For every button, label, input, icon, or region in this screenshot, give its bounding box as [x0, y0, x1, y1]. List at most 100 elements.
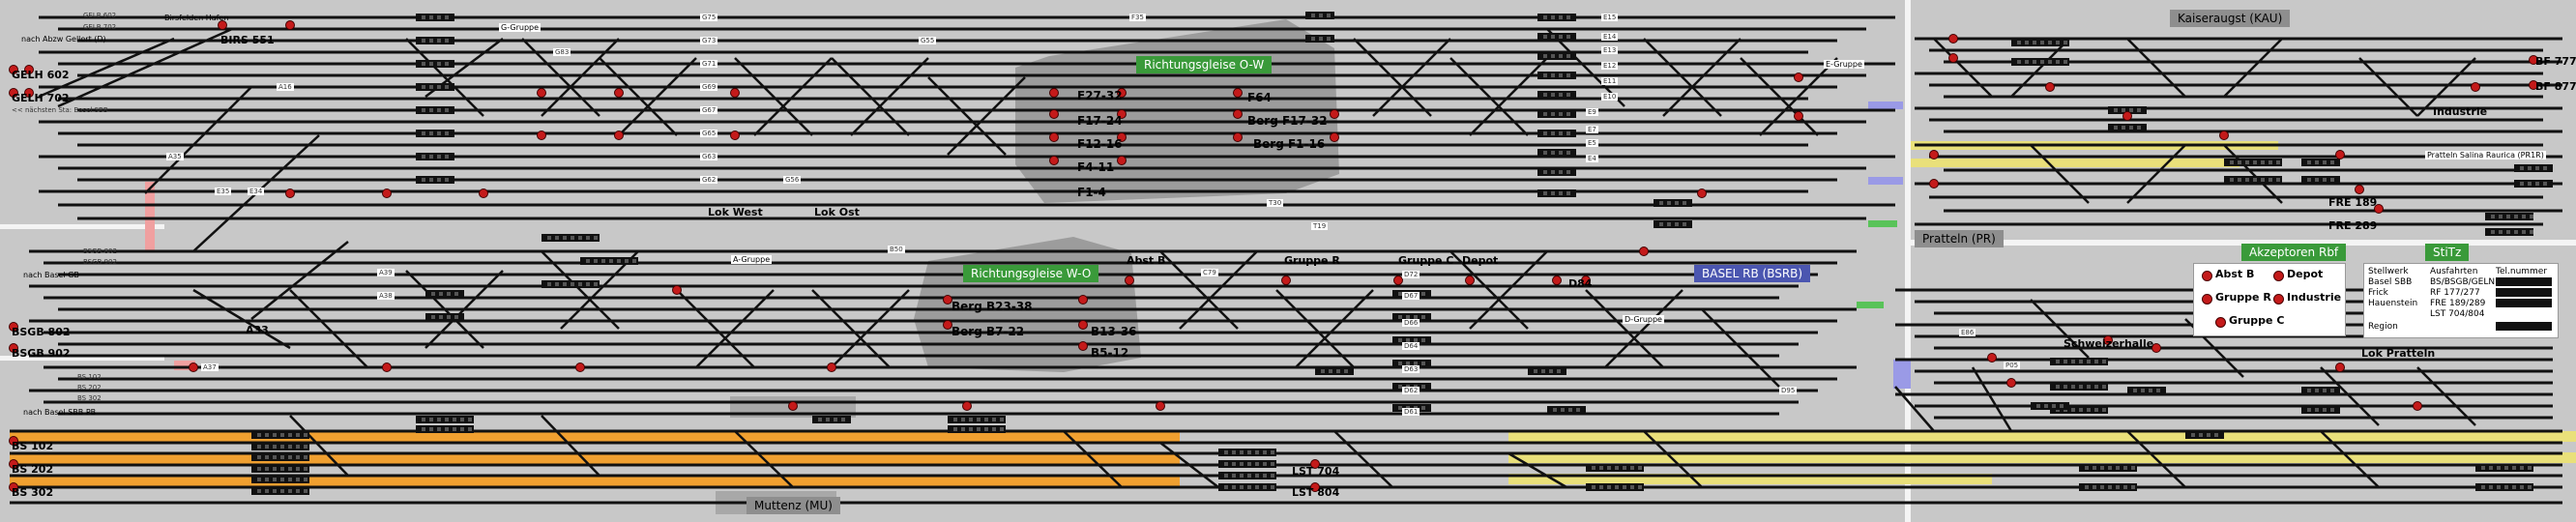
- switch-diagonal[interactable]: [1449, 57, 1529, 136]
- bsgb-802-label[interactable]: BSGB 802: [12, 326, 71, 338]
- switch-diagonal[interactable]: [2223, 144, 2283, 204]
- track-t30[interactable]: T30: [1267, 199, 1284, 207]
- track-block[interactable]: [2514, 164, 2553, 172]
- signal-icon[interactable]: [1117, 109, 1127, 119]
- signal-icon[interactable]: [1156, 401, 1165, 411]
- switch-diagonal[interactable]: [250, 241, 349, 320]
- switch-diagonal[interactable]: [2126, 38, 2186, 98]
- stitz-badge[interactable]: StiTz: [2425, 244, 2470, 261]
- track-g65[interactable]: G65: [700, 130, 718, 137]
- switch-diagonal[interactable]: [1275, 289, 1355, 368]
- track-d95[interactable]: D95: [1779, 387, 1798, 394]
- signal-icon[interactable]: [1330, 109, 1339, 119]
- signal-icon[interactable]: [2006, 378, 2016, 388]
- signal-icon[interactable]: [285, 188, 295, 198]
- bs-302-label[interactable]: BS 302: [12, 486, 54, 499]
- switch-diagonal[interactable]: [618, 57, 697, 136]
- bs-102-label[interactable]: BS 102: [12, 440, 54, 452]
- switch-diagonal[interactable]: [831, 289, 910, 368]
- signal-icon[interactable]: [9, 322, 18, 332]
- signal-icon[interactable]: [1794, 111, 1803, 121]
- switch-diagonal[interactable]: [38, 37, 175, 99]
- switch-diagonal[interactable]: [753, 57, 833, 136]
- signal-icon[interactable]: [1794, 72, 1803, 82]
- signal-icon[interactable]: [24, 88, 34, 98]
- switch-diagonal[interactable]: [1372, 38, 1451, 117]
- signal-icon[interactable]: [382, 362, 392, 372]
- signal-icon[interactable]: [1125, 276, 1134, 285]
- switch-diagonal[interactable]: [57, 27, 233, 108]
- switch-diagonal[interactable]: [734, 57, 813, 136]
- track-block[interactable]: [425, 313, 464, 321]
- signal-icon[interactable]: [2413, 401, 2422, 411]
- track-block[interactable]: [1654, 220, 1692, 228]
- signal-icon[interactable]: [1948, 34, 1958, 44]
- zone-berg-f1-16[interactable]: Berg F1-16: [1253, 137, 1326, 151]
- richtungsgleise-wo-badge[interactable]: Richtungsgleise W-O: [963, 265, 1099, 282]
- track-g69[interactable]: G69: [700, 83, 718, 91]
- signal-icon[interactable]: [1233, 88, 1243, 98]
- switch-diagonal[interactable]: [2320, 430, 2380, 488]
- signal-icon[interactable]: [2103, 335, 2113, 345]
- zone-f4-11[interactable]: F4-11: [1077, 160, 1115, 174]
- signal-icon[interactable]: [1281, 276, 1291, 285]
- track-a38[interactable]: A38: [377, 292, 395, 300]
- track-d64[interactable]: D64: [1402, 342, 1420, 350]
- switch-diagonal[interactable]: [2416, 366, 2476, 426]
- switch-diagonal[interactable]: [1740, 57, 1819, 136]
- switch-diagonal[interactable]: [2126, 430, 2186, 488]
- switch-diagonal[interactable]: [2030, 299, 2090, 359]
- abst-b-label[interactable]: Abst B: [1127, 254, 1166, 267]
- signal-icon[interactable]: [614, 88, 624, 98]
- signal-icon[interactable]: [2219, 130, 2229, 140]
- switch-diagonal[interactable]: [1894, 386, 1935, 432]
- signal-icon[interactable]: [943, 295, 952, 304]
- track-block[interactable]: [416, 176, 454, 184]
- switch-diagonal[interactable]: [1353, 38, 1432, 117]
- track-e34[interactable]: E34: [248, 188, 265, 195]
- track-block[interactable]: [416, 83, 454, 91]
- gelh-702-label[interactable]: GELH 702: [12, 92, 70, 104]
- track-block[interactable]: [1528, 367, 1566, 375]
- signal-icon[interactable]: [1310, 482, 1320, 492]
- track-block[interactable]: [1537, 189, 1576, 197]
- lst-704-label[interactable]: LST 704: [1292, 465, 1340, 478]
- signal-icon[interactable]: [2529, 55, 2538, 65]
- switch-diagonal[interactable]: [144, 86, 252, 194]
- track-e7[interactable]: E7: [1586, 126, 1598, 133]
- switch-diagonal[interactable]: [2126, 144, 2186, 204]
- signal-icon[interactable]: [614, 130, 624, 140]
- legend-abst-b[interactable]: Abst B: [2215, 268, 2255, 280]
- industrie-label[interactable]: Industrie: [2433, 105, 2488, 118]
- track-block[interactable]: [2185, 431, 2224, 439]
- switch-diagonal[interactable]: [521, 38, 600, 117]
- track-g55[interactable]: G55: [919, 37, 937, 44]
- legend-industrie[interactable]: Industrie: [2287, 291, 2342, 304]
- track-block[interactable]: [2301, 406, 2340, 414]
- signal-icon[interactable]: [1233, 109, 1243, 119]
- signal-icon[interactable]: [1948, 53, 1958, 63]
- track-block[interactable]: [416, 106, 454, 114]
- switch-diagonal[interactable]: [811, 289, 891, 368]
- switch-diagonal[interactable]: [541, 250, 620, 330]
- track-block[interactable]: [416, 60, 454, 68]
- bs-202-label[interactable]: BS 202: [12, 463, 54, 476]
- track-block[interactable]: [1537, 110, 1576, 118]
- track-e35[interactable]: E35: [215, 188, 232, 195]
- signal-icon[interactable]: [1078, 341, 1088, 351]
- signal-icon[interactable]: [1117, 88, 1127, 98]
- signal-icon[interactable]: [24, 65, 34, 74]
- track-block[interactable]: [1315, 367, 1354, 375]
- switch-diagonal[interactable]: [1449, 250, 1529, 330]
- switch-diagonal[interactable]: [1701, 308, 1780, 388]
- fre-189-label[interactable]: FRE 189: [2328, 196, 2378, 209]
- bf-877-label[interactable]: BF 877: [2535, 80, 2576, 93]
- switch-diagonal[interactable]: [676, 289, 755, 368]
- zone-berg-b7-22[interactable]: Berg B7-22: [951, 325, 1025, 338]
- track-g63[interactable]: G63: [700, 153, 718, 160]
- track-block[interactable]: [416, 130, 454, 137]
- track-g67[interactable]: G67: [700, 106, 718, 114]
- signal-icon[interactable]: [1049, 88, 1059, 98]
- track-block[interactable]: [1654, 199, 1692, 207]
- zone-berg-f17-32[interactable]: Berg F17-32: [1247, 114, 1328, 128]
